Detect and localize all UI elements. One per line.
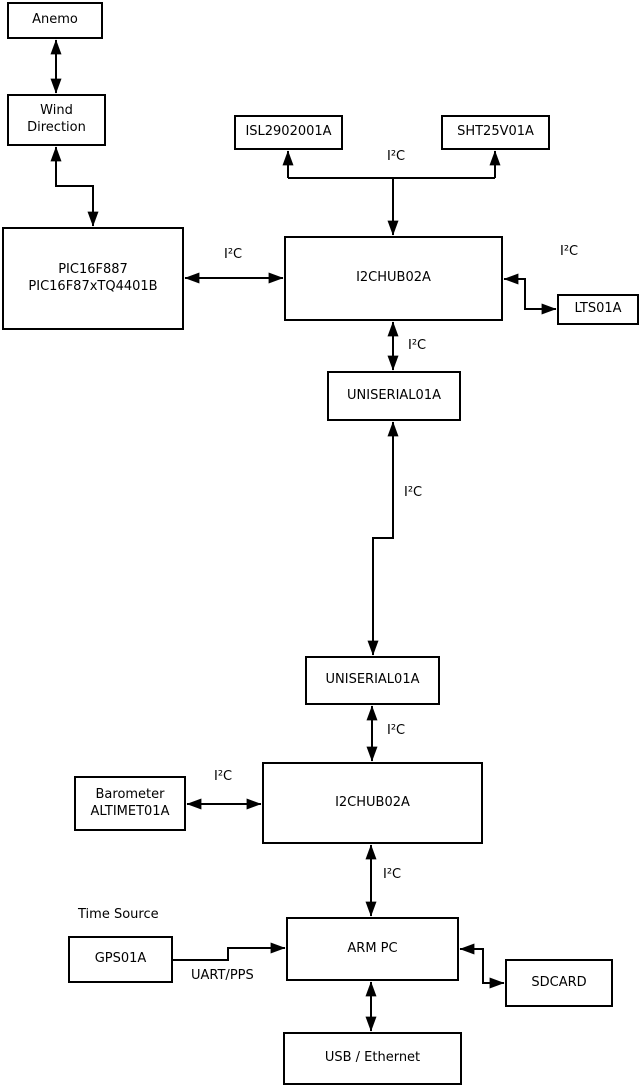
node-arm-pc-label: ARM PC xyxy=(347,940,398,956)
node-arm-pc: ARM PC xyxy=(286,917,459,981)
node-anemo-label: Anemo xyxy=(32,12,78,28)
node-sdcard: SDCARD xyxy=(505,959,613,1007)
node-i2chub02a-top: I2CHUB02A xyxy=(284,236,503,321)
node-uniserial01a-bottom: UNISERIAL01A xyxy=(305,656,440,705)
arrow-uniserial-top-uniserial-bottom xyxy=(367,421,399,656)
node-sdcard-label: SDCARD xyxy=(531,974,587,990)
node-isl2902001a-label: ISL2902001A xyxy=(245,124,332,140)
edge-label-i2c-uniserial-hub-bottom: I²C xyxy=(387,723,406,738)
edge-label-i2c-barometer-hub-bottom: I²C xyxy=(214,769,233,784)
node-barometer-altimet01a-label: Barometer ALTIMET01A xyxy=(90,786,170,819)
edge-label-i2c-hub-bottom-arm: I²C xyxy=(383,867,402,882)
node-pic16f887: PIC16F887 PIC16F87xTQ4401B xyxy=(2,227,184,330)
edge-label-i2c-sensor-bus: I²C xyxy=(387,149,406,164)
node-gps01a-label: GPS01A xyxy=(94,951,147,967)
edge-label-i2c-pic-hub-top: I²C xyxy=(224,247,243,262)
node-uniserial01a-top: UNISERIAL01A xyxy=(327,371,461,421)
node-gps01a: GPS01A xyxy=(68,936,173,983)
node-wind-direction: Wind Direction xyxy=(7,94,106,146)
arrow-arm-sdcard xyxy=(459,943,505,989)
node-sht25v01a: SHT25V01A xyxy=(441,115,550,150)
arrow-gps-arm xyxy=(173,942,286,961)
arrow-hub-top-lts xyxy=(503,273,557,315)
node-uniserial01a-top-label: UNISERIAL01A xyxy=(347,387,441,403)
node-barometer-altimet01a: Barometer ALTIMET01A xyxy=(74,776,186,831)
node-i2chub02a-bottom: I2CHUB02A xyxy=(262,762,483,844)
node-lts01a: LTS01A xyxy=(557,294,639,325)
node-lts01a-label: LTS01A xyxy=(574,301,622,317)
node-i2chub02a-bottom-label: I2CHUB02A xyxy=(335,794,410,810)
node-sht25v01a-label: SHT25V01A xyxy=(457,124,534,140)
node-i2chub02a-top-label: I2CHUB02A xyxy=(356,270,431,286)
node-pic16f887-label: PIC16F887 PIC16F87xTQ4401B xyxy=(28,261,158,294)
node-uniserial01a-bottom-label: UNISERIAL01A xyxy=(325,672,420,688)
annotation-time-source: Time Source xyxy=(78,907,159,922)
node-wind-direction-label: Wind Direction xyxy=(27,103,86,135)
edge-label-uart-pps: UART/PPS xyxy=(191,968,254,983)
edge-label-i2c-hub-top-lts: I²C xyxy=(560,244,579,259)
node-isl2902001a: ISL2902001A xyxy=(234,115,343,150)
arrow-wind-pic xyxy=(50,146,99,227)
node-usb-ethernet: USB / Ethernet xyxy=(283,1032,462,1085)
edge-label-i2c-hub-top-uniserial: I²C xyxy=(408,338,427,353)
edge-label-i2c-uniserial-link: I²C xyxy=(404,485,423,500)
node-anemo: Anemo xyxy=(7,2,103,39)
node-usb-ethernet-label: USB / Ethernet xyxy=(324,1050,421,1066)
